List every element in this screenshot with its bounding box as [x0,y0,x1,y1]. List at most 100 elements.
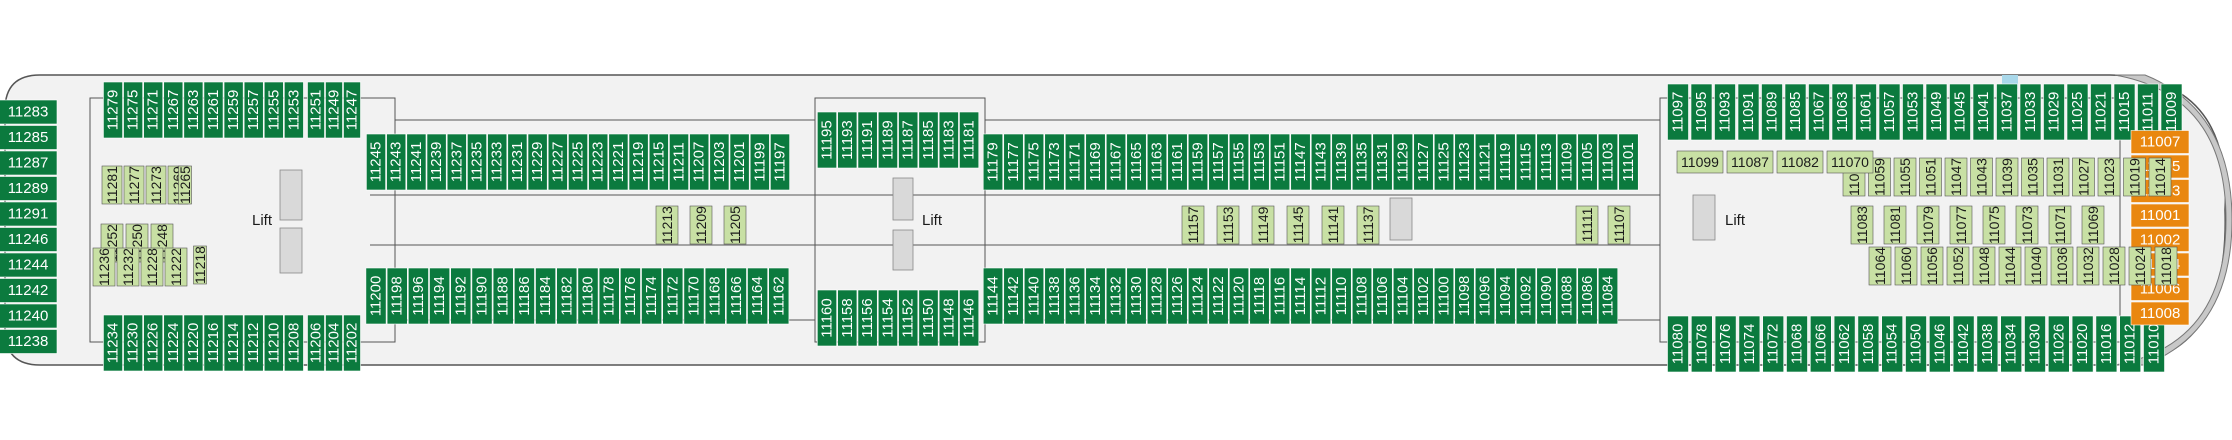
cabin-11105[interactable]: 11105 [1577,133,1598,191]
cabin-11141[interactable]: 11141 [1321,205,1345,245]
cabin-11109[interactable]: 11109 [1556,133,1578,191]
cabin-11191[interactable]: 11191 [857,111,878,169]
cabin-11098[interactable]: 11098 [1454,267,1475,325]
cabin-11126[interactable]: 11126 [1167,267,1188,325]
cabin-11186[interactable]: 11186 [513,267,535,325]
cabin-11071[interactable]: 11071 [2048,205,2072,245]
cabin-11082[interactable]: 11082 [1776,150,1824,174]
cabin-11119[interactable]: 11119 [1495,133,1516,191]
cabin-11136[interactable]: 11136 [1064,267,1086,325]
cabin-11178[interactable]: 11178 [598,267,620,325]
cabin-11008[interactable]: 11008 [2130,301,2190,326]
cabin-11076[interactable]: 11076 [1714,315,1737,373]
cabin-11042[interactable]: 11042 [1952,315,1975,373]
cabin-11189[interactable]: 11189 [877,111,898,169]
cabin-11115[interactable]: 11115 [1515,133,1537,191]
cabin-11047[interactable]: 11047 [1944,157,1968,197]
cabin-11192[interactable]: 11192 [450,267,472,325]
cabin-11240[interactable]: 11240 [0,303,58,329]
cabin-11176[interactable]: 11176 [619,267,641,325]
cabin-11068[interactable]: 11068 [1786,315,1808,373]
cabin-11156[interactable]: 11156 [857,289,878,347]
cabin-11009[interactable]: 11009 [2160,83,2183,141]
cabin-11277[interactable]: 11277 [123,165,145,205]
cabin-11171[interactable]: 11171 [1064,133,1086,191]
cabin-11093[interactable]: 11093 [1714,83,1736,141]
cabin-11024[interactable]: 11024 [2128,246,2152,286]
cabin-11058[interactable]: 11058 [1857,315,1880,373]
cabin-11153[interactable]: 11153 [1216,205,1240,245]
cabin-11046[interactable]: 11046 [1929,315,1951,373]
cabin-11056[interactable]: 11056 [1920,246,1944,286]
cabin-11123[interactable]: 11123 [1454,133,1475,191]
cabin-11067[interactable]: 11067 [1808,83,1830,141]
cabin-11208[interactable]: 11208 [284,314,304,372]
cabin-11211[interactable]: 11211 [669,133,689,191]
cabin-11234[interactable]: 11234 [103,314,123,372]
cabin-11028[interactable]: 11028 [2102,246,2126,286]
cabin-11247[interactable]: 11247 [343,81,361,139]
cabin-11241[interactable]: 11241 [406,133,427,191]
cabin-11128[interactable]: 11128 [1146,267,1168,325]
cabin-11163[interactable]: 11163 [1146,133,1168,191]
cabin-11037[interactable]: 11037 [1996,83,2018,141]
cabin-11218[interactable]: 11218 [192,245,208,285]
cabin-11235[interactable]: 11235 [467,133,487,191]
cabin-11132[interactable]: 11132 [1105,267,1127,325]
cabin-11193[interactable]: 11193 [837,111,858,169]
cabin-11031[interactable]: 11031 [2046,157,2070,197]
cabin-11034[interactable]: 11034 [2000,315,2022,373]
cabin-11287[interactable]: 11287 [0,150,58,176]
cabin-11035[interactable]: 11035 [2021,157,2044,197]
cabin-11195[interactable]: 11195 [817,111,837,169]
cabin-11206[interactable]: 11206 [307,314,325,372]
cabin-11066[interactable]: 11066 [1810,315,1832,373]
cabin-11110[interactable]: 11110 [1331,267,1352,325]
cabin-11095[interactable]: 11095 [1690,83,1713,141]
cabin-11120[interactable]: 11120 [1228,267,1250,325]
cabin-11089[interactable]: 11089 [1761,83,1783,141]
cabin-11183[interactable]: 11183 [938,111,959,169]
cabin-11152[interactable]: 11152 [898,289,919,347]
cabin-11161[interactable]: 11161 [1167,133,1188,191]
cabin-11255[interactable]: 11255 [263,81,284,139]
cabin-11079[interactable]: 11079 [1916,205,1940,245]
cabin-11202[interactable]: 11202 [343,314,361,372]
cabin-11213[interactable]: 11213 [655,205,679,245]
cabin-11029[interactable]: 11029 [2043,83,2065,141]
cabin-11220[interactable]: 11220 [183,314,204,372]
cabin-11237[interactable]: 11237 [446,133,467,191]
cabin-11212[interactable]: 11212 [243,314,264,372]
cabin-11199[interactable]: 11199 [749,133,770,191]
cabin-11060[interactable]: 11060 [1894,246,1918,286]
cabin-11261[interactable]: 11261 [203,81,224,139]
cabin-11226[interactable]: 11226 [143,314,164,372]
cabin-11054[interactable]: 11054 [1881,315,1903,373]
cabin-11173[interactable]: 11173 [1044,133,1065,191]
cabin-11223[interactable]: 11223 [588,133,609,191]
cabin-11025[interactable]: 11025 [2066,83,2089,141]
cabin-11273[interactable]: 11273 [145,165,167,205]
cabin-11160[interactable]: 11160 [817,289,837,347]
cabin-11159[interactable]: 11159 [1187,133,1209,191]
cabin-11020[interactable]: 11020 [2071,315,2094,373]
cabin-11245[interactable]: 11245 [366,133,386,191]
cabin-11116[interactable]: 11116 [1269,267,1291,325]
cabin-11259[interactable]: 11259 [223,81,244,139]
cabin-11125[interactable]: 11125 [1433,133,1455,191]
cabin-11048[interactable]: 11048 [1972,246,1996,286]
cabin-11253[interactable]: 11253 [284,81,304,139]
cabin-11127[interactable]: 11127 [1413,133,1434,191]
cabin-11061[interactable]: 11061 [1855,83,1877,141]
cabin-11168[interactable]: 11168 [704,267,726,325]
cabin-11140[interactable]: 11140 [1023,267,1045,325]
cabin-11243[interactable]: 11243 [386,133,407,191]
cabin-11216[interactable]: 11216 [203,314,224,372]
cabin-11026[interactable]: 11026 [2048,315,2070,373]
cabin-11201[interactable]: 11201 [729,133,750,191]
cabin-11096[interactable]: 11096 [1474,267,1496,325]
cabin-11275[interactable]: 11275 [123,81,143,139]
cabin-11291[interactable]: 11291 [0,201,58,227]
cabin-11244[interactable]: 11244 [0,252,58,278]
cabin-11049[interactable]: 11049 [1925,83,1948,141]
